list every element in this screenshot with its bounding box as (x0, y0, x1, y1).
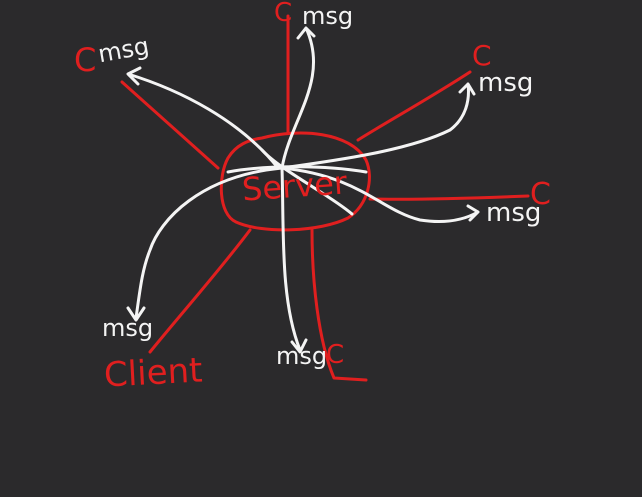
message-arrow-top-right (280, 82, 476, 170)
message-arrow-bottom-left (126, 166, 284, 322)
broadcast-origin-stroke (226, 165, 368, 174)
connection-line-right (368, 194, 530, 201)
broadcast-origin-stroke-2 (260, 148, 354, 216)
message-arrow-bottom (280, 166, 308, 354)
server-node-outline (219, 131, 371, 232)
connection-line-bottom (310, 228, 368, 382)
message-arrow-right (280, 166, 480, 224)
message-arrow-top (280, 26, 316, 170)
connection-line-top-right (356, 70, 472, 142)
connection-line-bottom-left (148, 228, 252, 354)
connection-line-top-left (120, 80, 220, 170)
